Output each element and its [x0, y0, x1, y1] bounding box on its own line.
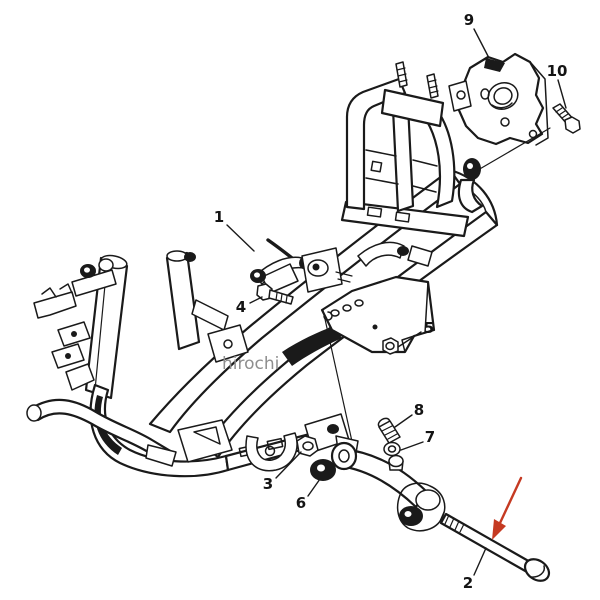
- frame-head-tube: [33, 254, 129, 400]
- callout-leaders: [226, 28, 567, 576]
- frame-rear-tower: [340, 61, 484, 238]
- callout-label-5: 5: [424, 319, 434, 337]
- part-2-bolt: [439, 511, 551, 582]
- part-10-bolt: [552, 103, 581, 134]
- watermark-text: hirochi: [222, 354, 279, 374]
- callout-label-9: 9: [464, 11, 474, 29]
- part-3-nut: [296, 435, 319, 457]
- alignment-line-link: [322, 309, 354, 447]
- part-8-bolt: [377, 417, 401, 444]
- callout-label-6: 6: [296, 494, 306, 512]
- part-5-nut: [382, 337, 399, 355]
- callout-label-10: 10: [547, 62, 568, 80]
- callout-label-2: 2: [463, 574, 473, 592]
- callout-label-1: 1: [214, 208, 224, 226]
- part-4-bolt: [256, 283, 294, 305]
- highlight-arrow: [492, 476, 523, 540]
- callout-labels: 1 2 3 4 5 6 7 8 9 10: [214, 11, 568, 592]
- frame-mid-brackets: [165, 241, 433, 363]
- engine-mount-link: [296, 417, 446, 532]
- part-7-washers: [383, 441, 404, 471]
- alignment-line-bracket: [477, 127, 551, 171]
- callout-label-7: 7: [425, 428, 435, 446]
- callout-label-3: 3: [263, 475, 273, 493]
- frame-shadow: [282, 326, 342, 366]
- part-9-bracket: [448, 52, 549, 146]
- callout-label-8: 8: [414, 401, 424, 419]
- callout-label-4: 4: [236, 298, 246, 316]
